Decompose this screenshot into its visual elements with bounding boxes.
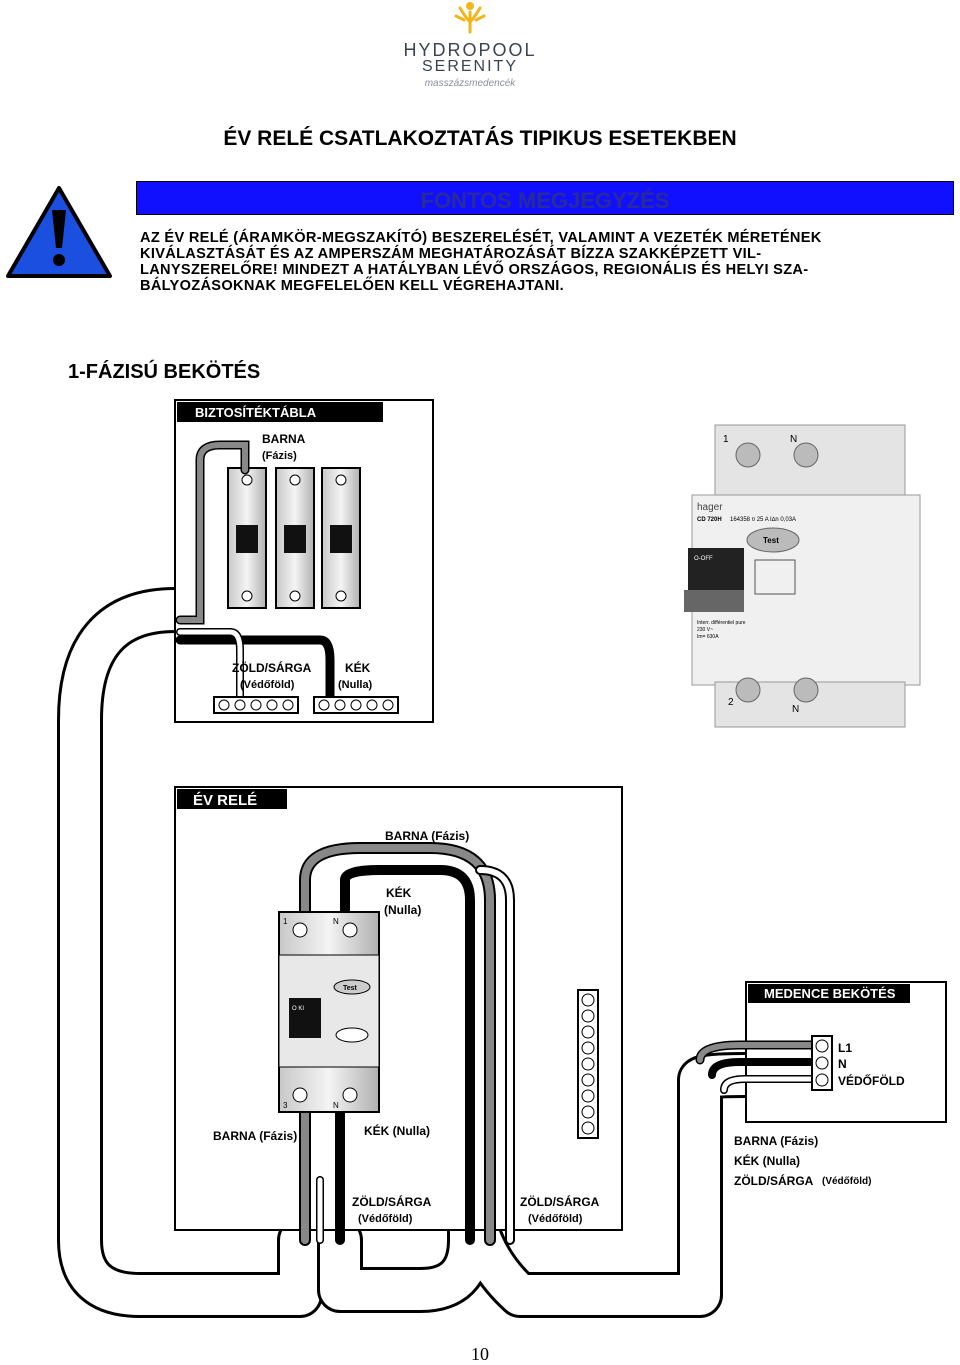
relay-blue-top-sub: (Nulla) (384, 903, 421, 917)
warning-triangle-icon (6, 186, 112, 278)
photo-terminal-n: N (790, 434, 797, 445)
panel-brown-sub: (Fázis) (262, 450, 297, 462)
relay-blue-bottom: KÉK (Nulla) (364, 1123, 430, 1138)
spa-connection-panel: MEDENCE BEKÖTÉS L1 N VÉDŐFÖLD BARNA (Fáz… (695, 981, 947, 1188)
relay-test-button: Test (343, 985, 358, 992)
photo-terminal-2: 2 (728, 697, 734, 708)
relay-green-right-sub: (Védőföld) (528, 1213, 583, 1225)
notice-line: KIVÁLASZTÁSÁT ÉS AZ AMPERSZÁM MEGHATÁROZ… (140, 246, 762, 262)
page-number: 10 (471, 1344, 489, 1364)
relay-on-label: O KI (292, 1006, 304, 1012)
relay-brown-top: BARNA (Fázis) (385, 829, 469, 843)
relay-green-right-label: ZÖLD/SÁRGA (520, 1194, 600, 1209)
relay-terminal-3: 3 (283, 1101, 288, 1110)
panel-blue-sub: (Nulla) (338, 679, 373, 691)
logo-figure-icon (454, 2, 486, 34)
spa-brown: BARNA (Fázis) (734, 1134, 818, 1148)
relay-terminal-n: N (333, 917, 339, 926)
wiring-diagram: 1-FÁZISÚ BEKÖTÉS BIZTOSÍTÉKTÁBLA BARNA (… (57, 359, 947, 1318)
spa-ground: VÉDŐFÖLD (838, 1073, 905, 1088)
fuse-panel: BIZTOSÍTÉKTÁBLA BARNA (Fázis) (174, 399, 434, 723)
notice-body: AZ ÉV RELÉ (ÁRAMKÖR-MEGSZAKÍTÓ) BESZEREL… (140, 230, 950, 294)
rcd-device: 1 N 3 N Test O KI (278, 911, 380, 1113)
photo-info-1: Interr. différentiel pure (697, 620, 746, 626)
spa-green: ZÖLD/SÁRGA (734, 1173, 814, 1188)
relay-green-left-label: ZÖLD/SÁRGA (352, 1194, 432, 1209)
panel-green-sub: (Védőföld) (240, 679, 295, 691)
panel-green-label: ZÖLD/SÁRGA (232, 660, 312, 675)
conduit-outer (57, 587, 768, 1318)
hydropool-logo: HYDROPOOL SERENITY masszázsmedencék (400, 0, 540, 95)
notice-heading: FONTOS MEGJEGYZÉS (420, 188, 670, 213)
relay-header: ÉV RELÉ (193, 792, 257, 809)
notice-header-bar: FONTOS MEGJEGYZÉS (136, 181, 954, 215)
spa-l1: L1 (838, 1041, 852, 1055)
photo-model: CD 720H (697, 517, 722, 523)
logo-tagline: masszázsmedencék (424, 78, 516, 89)
breaker (275, 467, 315, 609)
relay-blue-top-label: KÉK (386, 885, 412, 900)
breaker (227, 467, 267, 609)
photo-info-2: 230 V~ (697, 627, 713, 633)
notice-line: AZ ÉV RELÉ (ÁRAMKÖR-MEGSZAKÍTÓ) BESZEREL… (140, 230, 822, 246)
relay-brown-bottom: BARNA (Fázis) (213, 1129, 297, 1143)
photo-brand: hager (697, 502, 723, 513)
neutral-terminal-bar (313, 696, 399, 714)
terminal-strip (577, 989, 599, 1139)
notice-line: LANYSZERELŐRE! MINDEZT A HATÁLYBAN LÉVŐ … (140, 262, 809, 278)
photo-terminal-1: 1 (723, 434, 729, 445)
photo-info-3: Im= 630A (697, 634, 719, 640)
photo-terminal-n-bottom: N (792, 704, 799, 715)
relay-terminal-n-bottom: N (333, 1101, 339, 1110)
logo-line-2: SERENITY (421, 58, 518, 75)
relay-terminal-1: 1 (283, 917, 288, 926)
panel-blue-label: KÉK (345, 660, 371, 675)
spa-n: N (838, 1057, 847, 1071)
ground-terminal-bar (213, 696, 299, 714)
spa-green-sub: (Védőföld) (822, 1176, 871, 1187)
section-title: 1-FÁZISÚ BEKÖTÉS (68, 359, 260, 383)
panel-header: BIZTOSÍTÉKTÁBLA (195, 405, 317, 420)
breaker (321, 467, 361, 609)
photo-off-label: O-OFF (694, 556, 713, 562)
photo-test-button: Test (763, 536, 779, 545)
logo-line-1: HYDROPOOL (403, 40, 537, 60)
spa-header: MEDENCE BEKÖTÉS (764, 986, 896, 1001)
relay-green-left-sub: (Védőföld) (358, 1213, 413, 1225)
rcd-photo: 1 N 2 N hager CD 720H 164358 ¤ 25 A I∆n … (684, 424, 921, 728)
notice-line: BÁLYOZÁSOKNAK MEGFELELŐEN KELL VÉGREHAJT… (140, 278, 565, 294)
page-title: ÉV RELÉ CSATLAKOZTATÁS TIPIKUS ESETEKBEN (223, 127, 737, 150)
rcd-panel: ÉV RELÉ BARNA (Fázis) KÉK (Nulla) (174, 786, 623, 1246)
panel-brown-label: BARNA (262, 432, 306, 446)
photo-ratings: 164358 ¤ 25 A I∆n 0,03A (730, 516, 796, 523)
spa-blue: KÉK (Nulla) (734, 1153, 800, 1168)
